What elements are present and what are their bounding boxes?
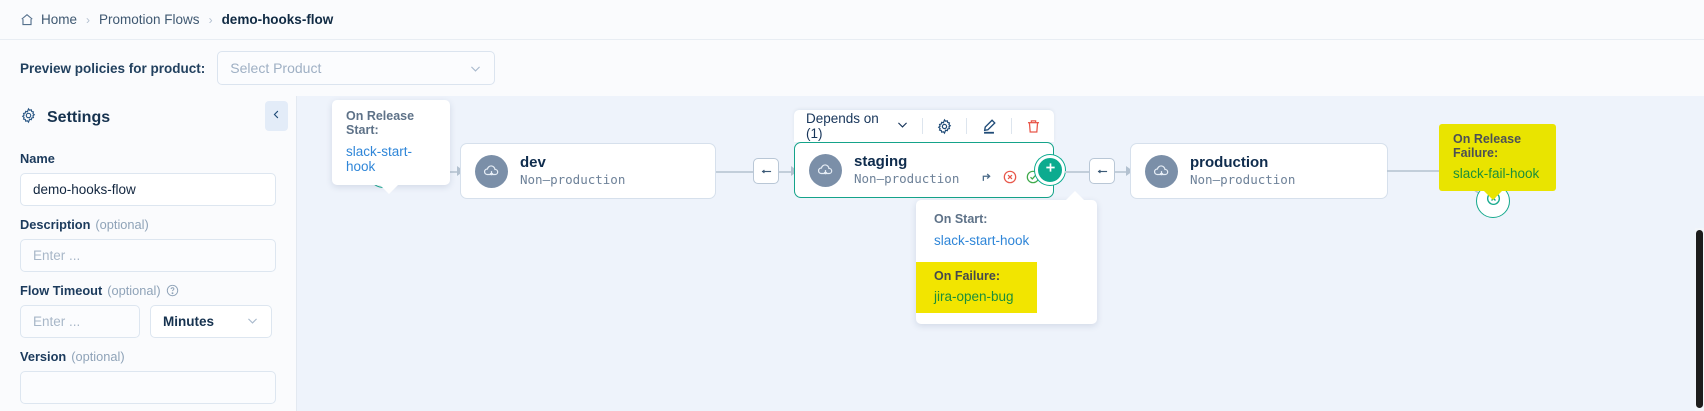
product-select-value: Select Product: [230, 60, 322, 76]
edge-condition-dev-staging[interactable]: [753, 158, 779, 184]
chevron-down-icon: [246, 314, 259, 330]
node-staging-name: staging: [854, 153, 908, 171]
tooltip-release-failure: On Release Failure: slack-fail-hook: [1439, 124, 1556, 200]
edge-bar-icon: [1097, 169, 1107, 173]
tooltip-on-failure-block: On Failure: jira-open-bug: [916, 262, 1037, 313]
tooltip-pointer: [380, 185, 398, 194]
node-settings-gear-icon[interactable]: [936, 118, 953, 135]
collapse-sidebar-button[interactable]: [265, 101, 288, 131]
settings-title: Settings: [47, 109, 111, 126]
version-optional: (optional): [71, 349, 125, 364]
on-failure-x-circle-icon: [1003, 170, 1017, 184]
edge-bar-icon: [761, 169, 771, 173]
flow-timeout-label-text: Flow Timeout: [20, 283, 103, 298]
edge-arrow-production: [1126, 166, 1133, 176]
breadcrumb-home-label: Home: [41, 12, 78, 27]
tooltip-release-start: On Release Start: slack-start-hook: [332, 100, 450, 194]
chevron-down-icon: [896, 118, 909, 134]
preview-policies-row: Preview policies for product: Select Pro…: [0, 40, 1704, 96]
flow-timeout-input[interactable]: Enter ...: [20, 305, 140, 338]
tooltip-pointer: [1066, 191, 1084, 200]
node-production-type: Non–production: [1190, 171, 1296, 187]
tooltip-release-failure-title: On Release Failure:: [1453, 132, 1522, 160]
breadcrumb: Home › Promotion Flows › demo-hooks-flow: [0, 0, 1704, 40]
flow-timeout-row: Enter ... Minutes: [20, 305, 276, 338]
breadcrumb-home[interactable]: Home: [20, 12, 77, 27]
name-label: Name: [20, 151, 276, 166]
name-input[interactable]: demo-hooks-flow: [20, 173, 276, 206]
chevron-left-icon: [271, 107, 282, 125]
node-staging[interactable]: staging Non–production: [794, 142, 1054, 198]
description-optional: (optional): [95, 217, 149, 232]
preview-label: Preview policies for product:: [20, 60, 206, 76]
tooltip-release-start-hook[interactable]: slack-start-hook: [346, 144, 413, 174]
product-select[interactable]: Select Product: [217, 51, 496, 85]
depends-on-dropdown[interactable]: Depends on (1): [806, 111, 909, 141]
home-icon: [20, 13, 34, 27]
edge-staging-production-b: [1115, 171, 1128, 173]
edge-dev-staging-a: [716, 171, 753, 173]
node-production-name: production: [1190, 154, 1269, 172]
breadcrumb-current: demo-hooks-flow: [221, 12, 334, 27]
breadcrumb-separator-2: ›: [208, 12, 213, 27]
breadcrumb-separator-1: ›: [86, 12, 91, 27]
version-label: Version (optional): [20, 349, 276, 364]
node-staging-hook-icons: [980, 155, 1041, 185]
toolbar-divider-3: [1011, 118, 1012, 134]
tooltip-staging-hooks: On Start: slack-start-hook On Failure: j…: [916, 191, 1097, 324]
name-label-text: Name: [20, 151, 55, 166]
node-dev-name: dev: [520, 154, 546, 172]
on-start-arrow-icon: [982, 173, 991, 181]
flow-canvas: dev Non–production Depends on (1): [297, 96, 1704, 411]
depends-on-label: Depends on (1): [806, 111, 879, 141]
edge-staging-production-a: [1065, 171, 1092, 173]
toolbar-divider-2: [966, 118, 968, 134]
version-input[interactable]: [20, 371, 276, 404]
settings-panel: Settings Name demo-hooks-flow Descriptio…: [0, 96, 297, 411]
gear-icon: [20, 107, 37, 129]
plus-icon: [1043, 160, 1058, 180]
tooltip-on-failure-hook[interactable]: jira-open-bug: [934, 289, 1014, 304]
edge-dev-staging-b: [779, 171, 793, 173]
help-icon[interactable]: [166, 284, 179, 297]
node-staging-text: staging Non–production: [854, 153, 959, 187]
delete-trash-icon[interactable]: [1025, 118, 1042, 135]
tooltip-on-start-hook[interactable]: slack-start-hook: [934, 233, 1030, 248]
tooltip-pointer: [1484, 191, 1502, 200]
node-dev-text: dev Non–production: [520, 154, 625, 188]
node-staging-toolbar: Depends on (1): [794, 110, 1054, 142]
cloud-icon: [809, 153, 842, 187]
tooltip-on-failure-title: On Failure:: [934, 269, 1000, 283]
node-dev[interactable]: dev Non–production: [460, 143, 716, 199]
breadcrumb-promotion-flows[interactable]: Promotion Flows: [99, 12, 200, 27]
node-staging-type: Non–production: [854, 170, 960, 186]
description-label-text: Description: [20, 217, 91, 232]
tooltip-on-start-title: On Start:: [934, 212, 988, 226]
flow-timeout-unit-value: Minutes: [163, 314, 215, 329]
flow-timeout-optional: (optional): [107, 283, 161, 298]
tooltip-release-start-title: On Release Start:: [346, 109, 415, 137]
node-production[interactable]: production Non–production: [1130, 143, 1388, 199]
add-node-button[interactable]: [1035, 155, 1065, 185]
edge-condition-staging-production[interactable]: [1089, 158, 1115, 184]
edit-pencil-icon[interactable]: [980, 117, 998, 135]
cloud-icon: [475, 154, 508, 188]
scrollbar-thumb[interactable]: [1696, 230, 1703, 408]
toolbar-divider-1: [922, 118, 924, 134]
flow-timeout-unit-select[interactable]: Minutes: [150, 305, 272, 338]
version-label-text: Version: [20, 349, 67, 364]
node-production-text: production Non–production: [1190, 154, 1295, 188]
chevron-down-icon: [469, 62, 482, 75]
flow-timeout-label: Flow Timeout (optional): [20, 283, 276, 298]
description-input[interactable]: Enter ...: [20, 239, 276, 272]
cloud-icon: [1145, 154, 1178, 188]
settings-header: Settings: [20, 96, 276, 140]
description-label: Description (optional): [20, 217, 276, 232]
tooltip-release-failure-hook[interactable]: slack-fail-hook: [1453, 166, 1540, 181]
node-dev-type: Non–production: [520, 171, 626, 187]
